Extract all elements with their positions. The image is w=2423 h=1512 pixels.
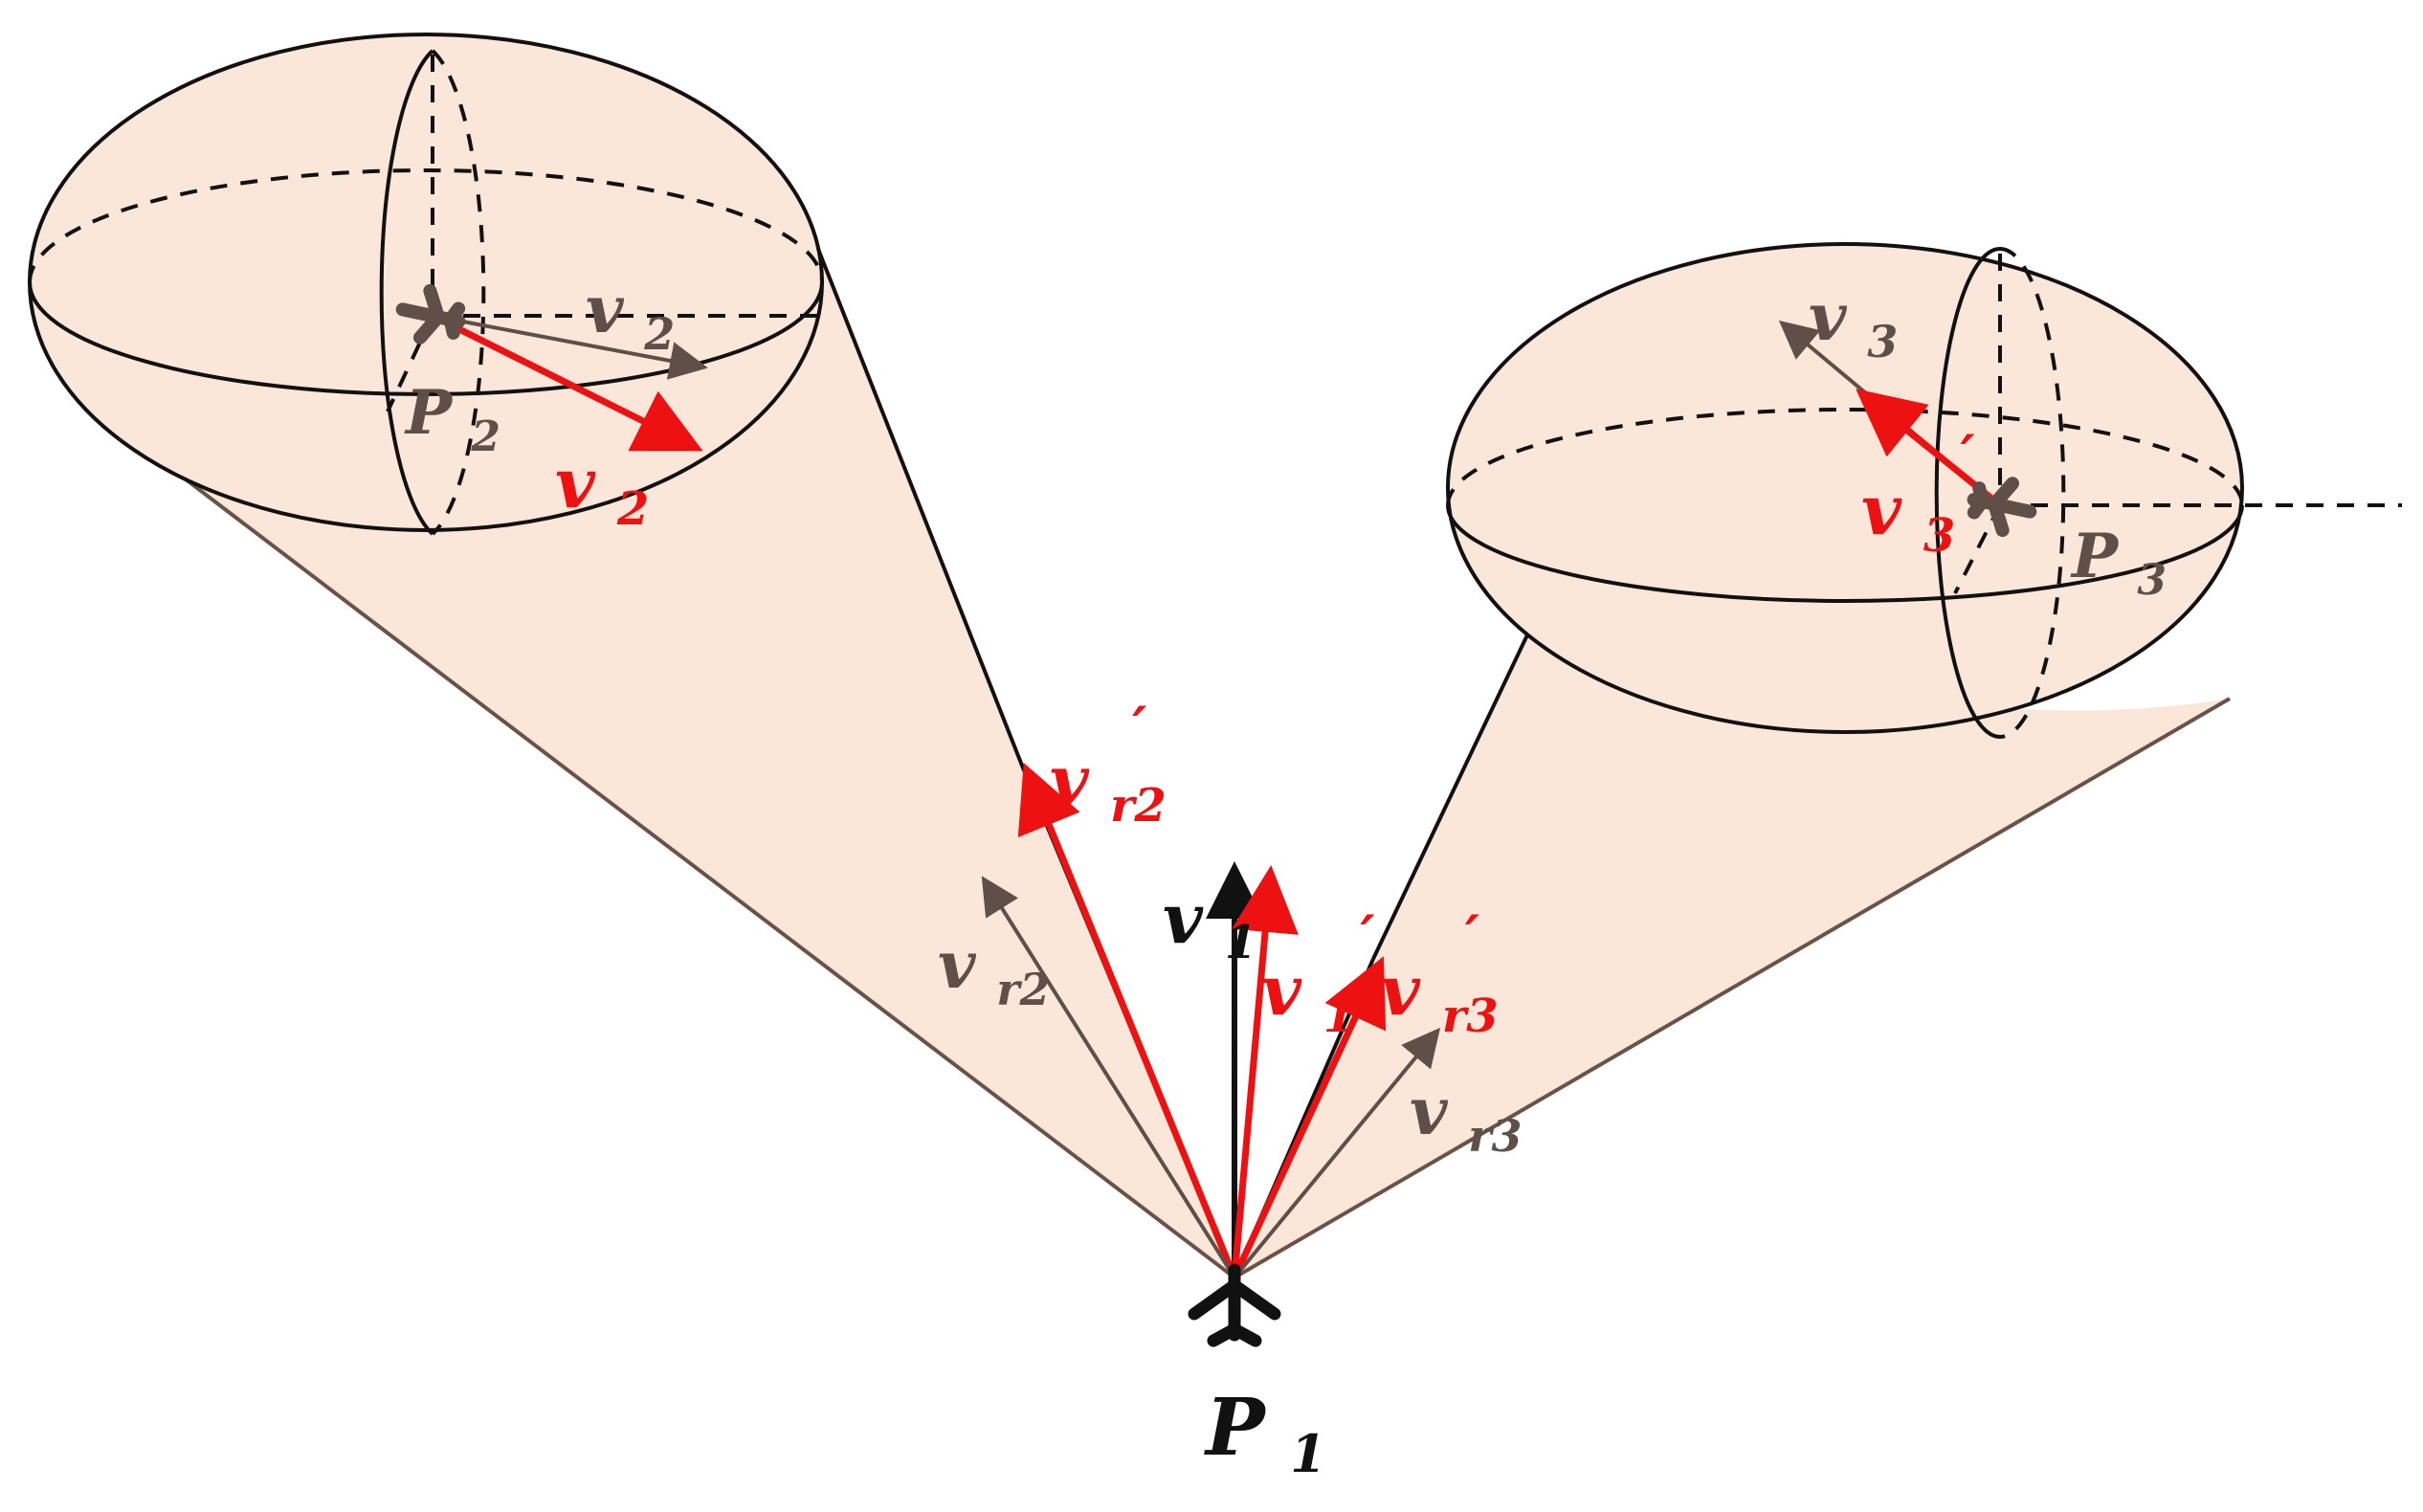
left-uncertainty-ellipsoid xyxy=(28,33,824,536)
v2-main: v xyxy=(586,272,625,348)
vr2-main: v xyxy=(938,927,977,1004)
vr2-prime-sub: r2 xyxy=(1110,779,1167,833)
v3-main: v xyxy=(1809,279,1848,356)
vr2-label: v r2 xyxy=(938,927,1050,1015)
v1-prime-main: v xyxy=(1261,949,1302,1031)
v2-prime-sub: 2 xyxy=(616,482,649,536)
p2-label: P 2 xyxy=(404,377,500,461)
v2-prime-mark: ′ xyxy=(654,396,668,461)
vr2-prime-main: v xyxy=(1050,741,1090,820)
v3-prime-label: v 3 ′ xyxy=(1861,423,1979,567)
vr3-prime-main: v xyxy=(1380,949,1421,1031)
p1-label: P 1 xyxy=(1204,1382,1326,1484)
p3-label: P 3 xyxy=(2070,521,2167,605)
aircraft-icon xyxy=(1188,1263,1281,1347)
p3-sub: 3 xyxy=(2137,556,2167,605)
v1-sub: 1 xyxy=(1225,916,1256,969)
p2-main: P xyxy=(404,377,454,449)
vr2-prime-label: v r2 ′ xyxy=(1050,695,1189,837)
vr3-sub: r3 xyxy=(1468,1110,1522,1162)
v2-sub: 2 xyxy=(643,308,675,360)
v1-prime-label: v 1 ′ xyxy=(1261,903,1379,1048)
v1-label: v 1 xyxy=(1163,878,1256,969)
vr3-label: v r3 xyxy=(1410,1074,1522,1162)
aircraft-icon xyxy=(395,283,466,345)
v1-main: v xyxy=(1163,878,1204,959)
vr2-prime-mark: ′ xyxy=(1132,695,1146,760)
vr2-sub: r2 xyxy=(996,964,1050,1015)
vr3-prime-label: v r3 ′ xyxy=(1380,903,1523,1048)
vr3-prime-sub: r3 xyxy=(1442,989,1499,1043)
v1-prime-sub: 1 xyxy=(1323,989,1355,1043)
p1-sub: 1 xyxy=(1290,1423,1326,1484)
v3-prime-mark: ′ xyxy=(1960,423,1974,488)
p3-main: P xyxy=(2070,521,2120,592)
v2-label: v 2 xyxy=(586,272,675,360)
p1-main: P xyxy=(1204,1382,1267,1474)
vr3-prime-mark: ′ xyxy=(1465,903,1479,968)
v1-prime-mark: ′ xyxy=(1360,903,1374,968)
p2-sub: 2 xyxy=(470,412,500,461)
v3-prime-sub: 3 xyxy=(1923,509,1955,563)
velocity-vectors xyxy=(981,763,1441,1279)
v2-prime-main: v xyxy=(555,442,596,523)
aircraft-icon xyxy=(1967,477,2037,538)
vr3-main: v xyxy=(1410,1074,1449,1150)
v3-label: v 3 xyxy=(1809,279,1898,367)
v3-prime-main: v xyxy=(1861,469,1902,550)
right-uncertainty-ellipsoid xyxy=(1446,242,2402,739)
v3-sub: 3 xyxy=(1867,316,1898,367)
v2-prime-label: v 2 ′ xyxy=(555,396,673,541)
